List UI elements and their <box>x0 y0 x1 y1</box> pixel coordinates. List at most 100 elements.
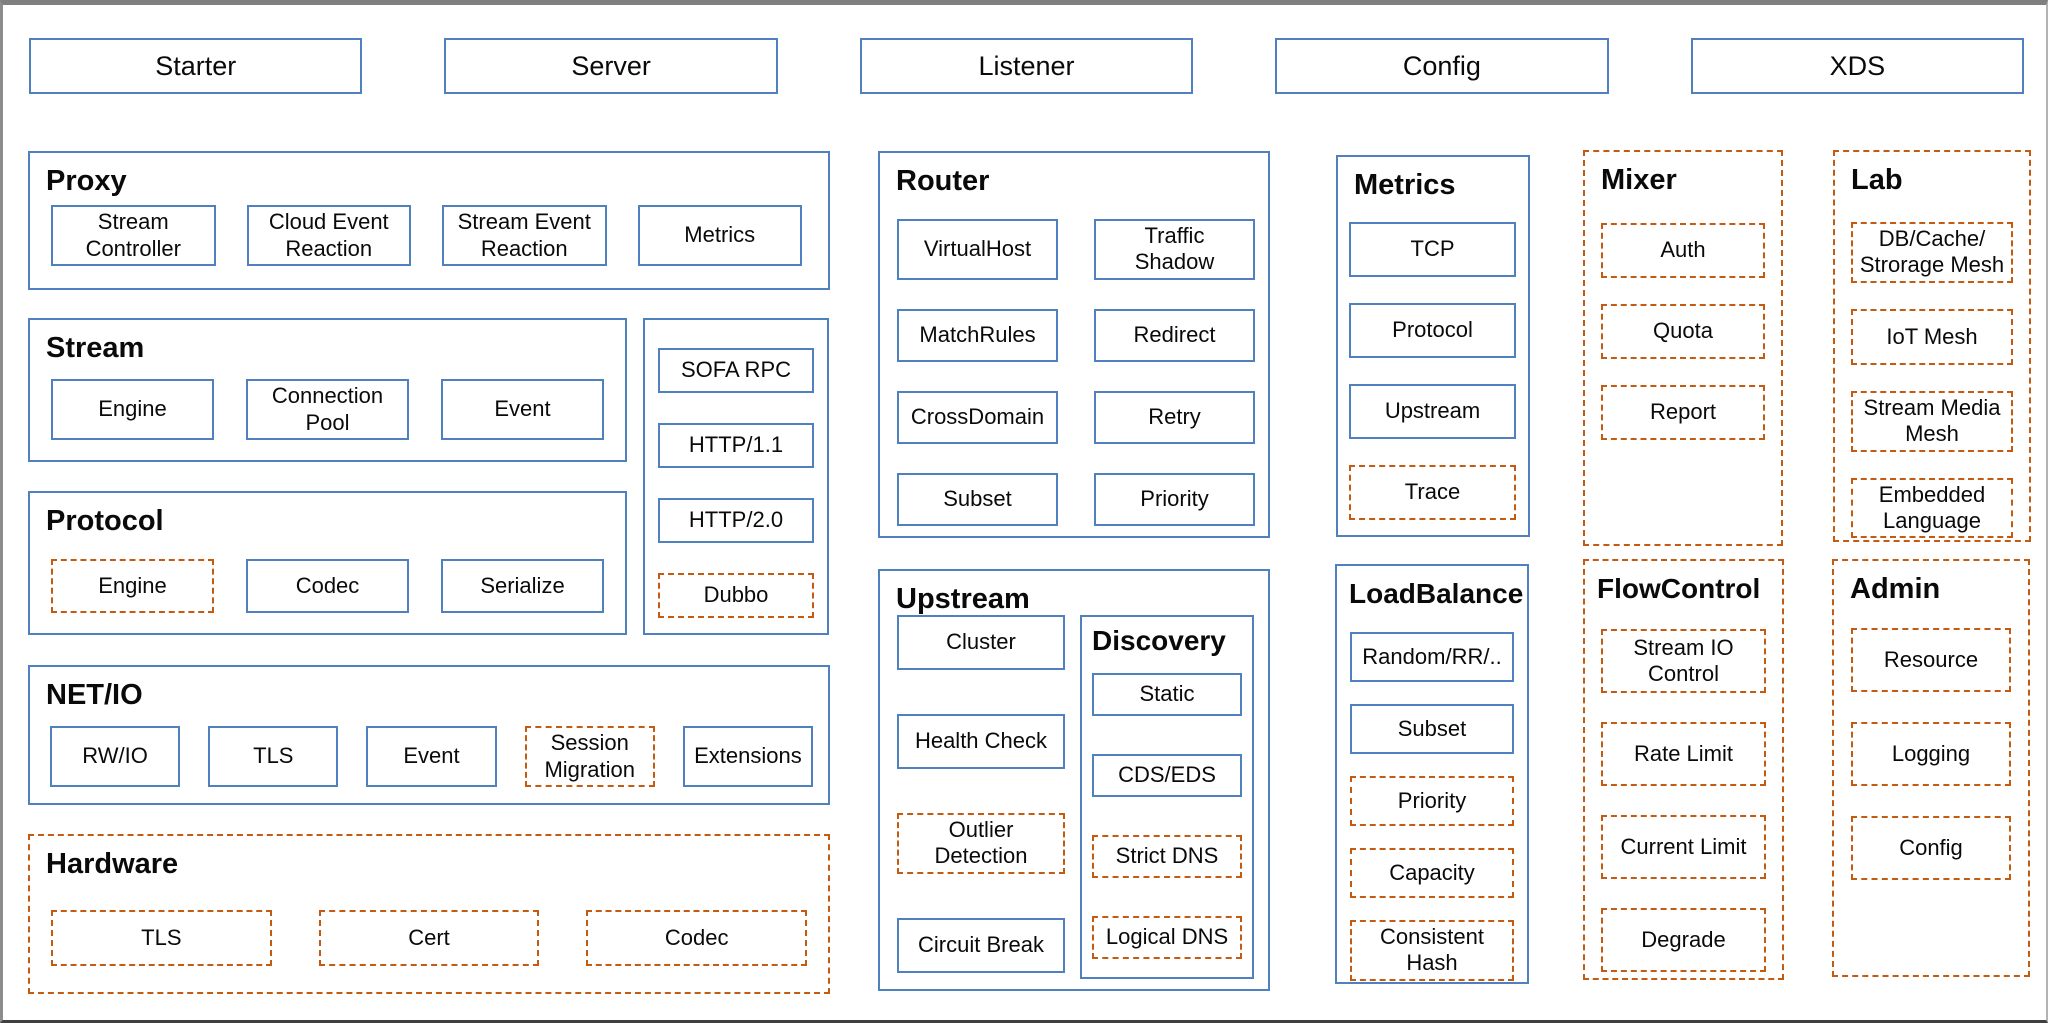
box-redirect: Redirect <box>1094 308 1255 362</box>
section-items: Engine Codec Serialize <box>51 559 604 613</box>
section-title: Mixer <box>1601 164 1677 196</box>
box-protocol: Protocol <box>1349 303 1516 358</box>
section-items: Stream Controller Cloud Event Reaction Str… <box>51 205 802 266</box>
box-subset: Subset <box>897 472 1058 526</box>
section-title: Hardware <box>46 848 179 880</box>
section-title: Metrics <box>1354 169 1456 201</box>
section-title: Router <box>896 165 990 197</box>
box-rw-io: RW/IO <box>50 726 181 787</box>
box-tls: TLS <box>208 726 339 787</box>
section-title: Protocol <box>46 505 164 537</box>
box-matchrules: MatchRules <box>897 308 1058 362</box>
box-cloud-event-reaction: Cloud Event Reaction <box>246 205 411 266</box>
box-tls: TLS <box>51 910 272 966</box>
box-sofa-rpc: SOFA RPC <box>658 348 814 393</box>
box-resource: Resource <box>1851 628 2011 692</box>
box-extensions: Extensions <box>682 726 814 787</box>
box-serialize: Serialize <box>441 559 604 613</box>
box-stream-media-mesh: Stream Media Mesh <box>1851 390 2013 452</box>
box-virtualhost: VirtualHost <box>897 219 1058 280</box>
box-static: Static <box>1092 673 1242 716</box>
box-priority: Priority <box>1094 472 1255 526</box>
box-stream-io-control: Stream IO Control <box>1601 629 1766 693</box>
top-box-starter: Starter <box>29 38 363 94</box>
box-report: Report <box>1601 385 1765 440</box>
section-title: Proxy <box>46 165 127 197</box>
box-capacity: Capacity <box>1350 848 1514 898</box>
box-dubbo: Dubbo <box>658 573 814 618</box>
box-event: Event <box>441 379 604 440</box>
box-rate-limit: Rate Limit <box>1601 722 1766 786</box>
box-current-limit: Current Limit <box>1601 815 1766 879</box>
section-title: Stream <box>46 332 145 364</box>
box-crossdomain: CrossDomain <box>897 390 1058 444</box>
box-config: Config <box>1851 816 2011 880</box>
box-traffic-shadow: Traffic Shadow <box>1094 219 1255 280</box>
section-title: LoadBalance <box>1349 578 1524 609</box>
box-trace: Trace <box>1349 465 1516 520</box>
box-retry: Retry <box>1094 390 1255 444</box>
box-db-cache-strorage-mesh: DB/Cache/ Strorage Mesh <box>1851 222 2013 283</box>
section-items: Engine Connection Pool Event <box>51 379 604 440</box>
box-codec: Codec <box>246 559 409 613</box>
box-random-rr: Random/RR/.. <box>1350 632 1514 682</box>
box-cds-eds: CDS/EDS <box>1092 754 1242 797</box>
top-box-xds: XDS <box>1690 38 2025 94</box>
section-title: Lab <box>1851 164 1903 196</box>
section-stream: Stream Engine Connection Pool Event <box>28 318 627 462</box>
box-metrics: Metrics <box>637 205 802 266</box>
box-circuit-break: Circuit Break <box>897 917 1065 973</box>
box-connection-pool: Connection Pool <box>246 379 409 440</box>
section-title: Admin <box>1850 573 1941 605</box>
box-cert: Cert <box>318 910 540 966</box>
box-auth: Auth <box>1601 223 1765 278</box>
section-title: Upstream <box>896 583 1030 615</box>
box-upstream: Upstream <box>1349 384 1516 439</box>
box-degrade: Degrade <box>1601 908 1766 972</box>
box-stream-event-reaction: Stream Event Reaction <box>442 205 607 266</box>
box-engine: Engine <box>51 379 214 440</box>
section-title: FlowControl <box>1597 573 1761 604</box>
box-strict-dns: Strict DNS <box>1092 835 1242 878</box>
box-engine: Engine <box>51 559 214 613</box>
box-priority: Priority <box>1350 776 1514 826</box>
box-iot-mesh: IoT Mesh <box>1851 308 2013 365</box>
section-proxy: Proxy Stream Controller Cloud Event React… <box>28 151 830 290</box>
box-logical-dns: Logical DNS <box>1092 916 1242 959</box>
box-embedded-language: Embedded Language <box>1851 477 2013 539</box>
section-protocol: Protocol Engine Codec Serialize <box>28 491 627 635</box>
box-quota: Quota <box>1601 304 1765 359</box>
section-title: Discovery <box>1092 625 1226 656</box>
box-http-1-1: HTTP/1.1 <box>658 423 814 468</box>
top-box-server: Server <box>444 38 778 94</box>
box-stream-controller: Stream Controller <box>51 205 216 266</box>
box-cluster: Cluster <box>897 615 1065 670</box>
top-box-listener: Listener <box>859 38 1194 94</box>
box-consistent-hash: Consistent Hash <box>1350 920 1514 981</box>
box-subset: Subset <box>1350 704 1514 754</box>
